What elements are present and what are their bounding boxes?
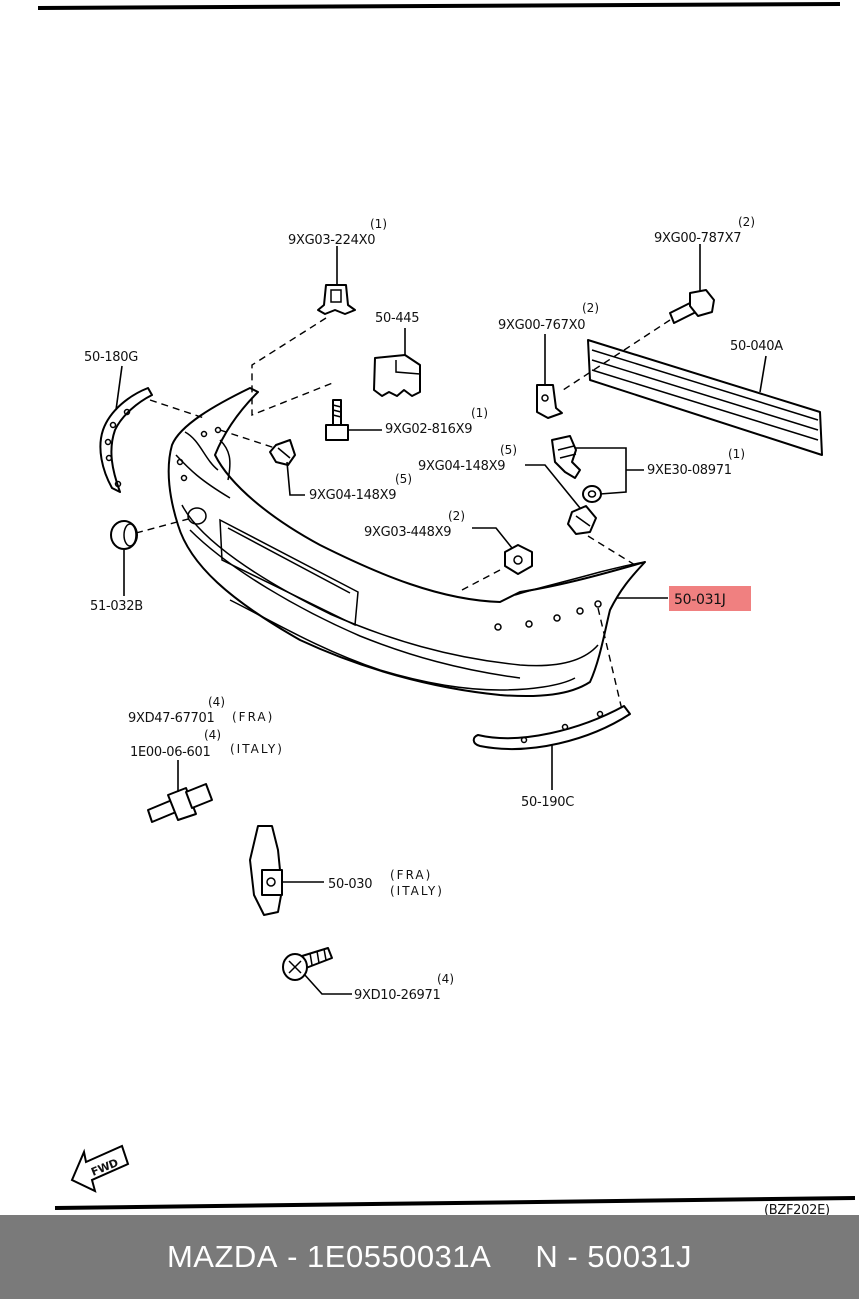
rivet-italy-label: 1E00-06-601: [130, 745, 210, 760]
nut-label: 9XG03-448X9: [364, 525, 451, 540]
bolt-top-right-drawing: [669, 289, 715, 324]
clip-nut-mid-label: 9XG00-767X0: [498, 318, 585, 333]
highlight-box: [669, 586, 751, 611]
bolt-mid-qty: (1): [471, 406, 488, 420]
rivet-italy-note: (ITALY): [230, 742, 284, 756]
screw-label: 9XD10-26971: [354, 988, 441, 1003]
clip-nut-mid-drawing: [536, 384, 563, 419]
clip-top-drawing: [317, 284, 356, 315]
nut-drawing: [504, 544, 533, 575]
screw-grommet-qty: (1): [728, 447, 745, 461]
clip-right-drawing: [567, 505, 597, 535]
bolt-top-right-label: 9XG00-787X7: [654, 231, 741, 246]
cap-drawing: [110, 520, 138, 550]
rivet-fra-note: (FRA): [232, 710, 274, 724]
side-bracket-left-drawing: [99, 387, 153, 493]
fwd-arrow-icon: FWD: [70, 1144, 130, 1193]
screw-qty: (4): [437, 972, 454, 986]
bracket-label: 50-030: [328, 877, 372, 892]
clip-top-qty: (1): [370, 217, 387, 231]
pad-drawing: [373, 354, 421, 397]
clip-left-qty: (5): [395, 472, 412, 486]
rivet-drawing: [147, 783, 213, 823]
footer-prefix: N: [535, 1239, 559, 1274]
rivet-fra-qty: (4): [208, 695, 225, 709]
top-rule: [37, 2, 841, 10]
clip-right-label: 9XG04-148X9: [418, 459, 505, 474]
molding-label: 50-040A: [730, 339, 783, 354]
bracket-note-2: (ITALY): [390, 884, 444, 898]
bolt-top-right-qty: (2): [738, 215, 755, 229]
clip-left-drawing: [269, 439, 296, 466]
clip-right-qty: (5): [500, 443, 517, 457]
footer-part-number: 1E0550031A: [307, 1239, 492, 1274]
strip-drawing: [472, 705, 631, 750]
diagram-code: (BZF202E): [764, 1203, 830, 1215]
screw-grommet-label: 9XE30-08971: [647, 463, 732, 478]
rivet-fra-label: 9XD47-67701: [128, 711, 215, 726]
footer-ref: 50031J: [587, 1239, 692, 1274]
bracket-note-1: (FRA): [390, 868, 432, 882]
screw-drawing: [282, 947, 333, 981]
assembly-dash-lines: [135, 317, 671, 711]
leader-lines: [115, 244, 767, 995]
clip-nut-mid-qty: (2): [582, 301, 599, 315]
cap-label: 51-032B: [90, 599, 143, 614]
bottom-rule: [54, 1196, 856, 1210]
clip-left-label: 9XG04-148X9: [309, 488, 396, 503]
parts-diagram: (1) 9XG03-224X0 (2) 9XG00-787X7 50-445 (…: [37, 2, 856, 1215]
nut-qty: (2): [448, 509, 465, 523]
clip-top-label: 9XG03-224X0: [288, 233, 375, 248]
footer-dash-2: -: [558, 1239, 588, 1274]
rivet-italy-qty: (4): [204, 728, 221, 742]
bolt-mid-label: 9XG02-816X9: [385, 422, 472, 437]
molding-drawing: [587, 339, 823, 456]
side-bracket-left-label: 50-180G: [84, 350, 138, 365]
strip-label: 50-190C: [521, 795, 574, 810]
footer-brand: MAZDA: [166, 1239, 278, 1274]
bolt-mid-drawing: [325, 399, 349, 441]
screw-grommet-drawing: [551, 435, 602, 503]
bumper-cover-drawing: [167, 387, 646, 698]
bracket-drawing: [249, 825, 283, 916]
bumper-label: 50-031J: [674, 592, 726, 608]
footer-bar: MAZDA - 1E0550031A N - 50031J: [0, 1215, 859, 1299]
pad-label: 50-445: [375, 311, 419, 326]
footer-dash-1: -: [277, 1239, 308, 1274]
